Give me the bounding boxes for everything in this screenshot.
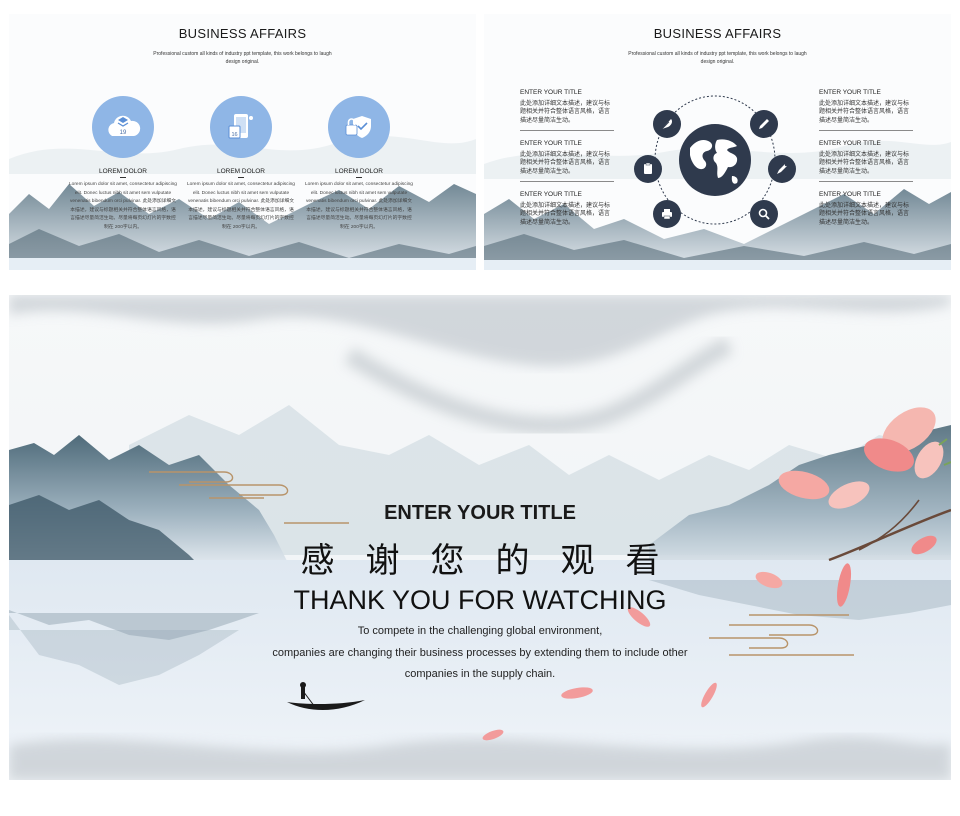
cloud-swirl-left <box>149 471 349 524</box>
feature-text: Lorem ipsum dolor sit amet, consectetur … <box>305 182 413 230</box>
divider <box>120 177 126 178</box>
list-item: ENTER YOUR TITLE 此处添加详细文本描述，建议与标题相关并符合整体… <box>819 140 913 182</box>
feature-text: Lorem ipsum dolor sit amet, consectetur … <box>187 182 295 230</box>
ink-mountain-background <box>9 136 476 270</box>
petal <box>561 687 593 699</box>
slide-thank-you[interactable]: ENTER YOUR TITLE 感谢您的观看 THANK YOU FOR WA… <box>9 295 951 780</box>
hub-ring <box>654 95 776 225</box>
search-icon <box>750 200 778 228</box>
magnolia-blossom-branch <box>755 407 951 607</box>
boat-silhouette <box>287 682 365 711</box>
item-title: ENTER YOUR TITLE <box>819 140 881 147</box>
item-title: ENTER YOUR TITLE <box>520 140 582 147</box>
item-text: 此处添加详细文本描述，建议与标题相关并符合整体语言风格，语言描述尽量简洁生动。 <box>520 101 611 124</box>
feature-title: LOREM DOLOR <box>98 168 148 175</box>
divider <box>238 177 244 178</box>
item-title: ENTER YOUR TITLE <box>520 89 582 96</box>
petal <box>482 729 504 741</box>
divider <box>819 129 913 131</box>
english-title: THANK YOU FOR WATCHING <box>293 585 667 615</box>
cloud-badge: 19 <box>120 130 127 136</box>
list-item: ENTER YOUR TITLE 此处添加详细文本描述，建议与标题相关并符合整体… <box>819 191 913 227</box>
item-title: ENTER YOUR TITLE <box>819 191 881 198</box>
heading: ENTER YOUR TITLE <box>384 502 576 524</box>
divider <box>356 177 362 178</box>
ink-landscape-background <box>9 295 951 780</box>
divider <box>520 129 614 131</box>
item-text: 此处添加详细文本描述，建议与标题相关并符合整体语言风格，语言描述尽量简洁生动。 <box>520 152 611 175</box>
item-text: 此处添加详细文本描述，建议与标题相关并符合整体语言风格，语言描述尽量简洁生动。 <box>819 152 910 175</box>
divider <box>819 180 913 182</box>
slide-title: BUSINESS AFFAIRS <box>653 26 782 41</box>
globe-icon <box>679 124 751 196</box>
slide-business-affairs-features[interactable]: BUSINESS AFFAIRS Professional custom all… <box>9 14 476 270</box>
slide-subtitle: Professional custom all kinds of industr… <box>153 51 332 65</box>
feature-title: LOREM DOLOR <box>334 168 384 175</box>
printer-icon <box>653 200 681 228</box>
item-title: ENTER YOUR TITLE <box>520 191 582 198</box>
description-line: companies are changing their business pr… <box>272 647 688 659</box>
description-line: companies in the supply chain. <box>404 668 556 680</box>
security-lock-icon <box>328 96 390 158</box>
clipboard-icon <box>634 155 662 183</box>
feather-icon <box>653 110 681 138</box>
list-item: ENTER YOUR TITLE 此处添加详细文本描述，建议与标题相关并符合整体… <box>520 89 614 131</box>
item-text: 此处添加详细文本描述，建议与标题相关并符合整体语言风格，语言描述尽量简洁生动。 <box>819 203 910 226</box>
feature-card: LOREM DOLOR Lorem ipsum dolor sit amet, … <box>304 96 414 233</box>
item-text: 此处添加详细文本描述，建议与标题相关并符合整体语言风格，语言描述尽量简洁生动。 <box>819 101 910 124</box>
cloud-data-icon: 19 <box>92 96 154 158</box>
item-title: ENTER YOUR TITLE <box>819 89 881 96</box>
pencil-icon <box>750 110 778 138</box>
slide-title: BUSINESS AFFAIRS <box>178 26 307 41</box>
mobile-calendar-icon: 16 <box>210 96 272 158</box>
list-item: ENTER YOUR TITLE 此处添加详细文本描述，建议与标题相关并符合整体… <box>819 89 913 131</box>
ink-mountain-background <box>484 140 951 270</box>
petal <box>627 607 651 627</box>
feature-card: 16 LOREM DOLOR Lorem ipsum dolor sit ame… <box>186 96 296 233</box>
slide-subtitle: Professional custom all kinds of industr… <box>628 51 807 65</box>
feature-title: LOREM DOLOR <box>216 168 266 175</box>
feature-text: Lorem ipsum dolor sit amet, consectetur … <box>69 182 177 230</box>
list-item: ENTER YOUR TITLE 此处添加详细文本描述，建议与标题相关并符合整体… <box>520 140 614 182</box>
petal <box>701 682 717 708</box>
divider <box>520 180 614 182</box>
chinese-title: 感谢您的观看 <box>300 541 691 581</box>
slide-business-affairs-hub[interactable]: BUSINESS AFFAIRS Professional custom all… <box>484 14 951 270</box>
pen-icon <box>768 155 796 183</box>
item-text: 此处添加详细文本描述，建议与标题相关并符合整体语言风格，语言描述尽量简洁生动。 <box>520 203 611 226</box>
cloud-swirl-right <box>709 614 854 656</box>
hub-diagram <box>632 92 798 228</box>
list-item: ENTER YOUR TITLE 此处添加详细文本描述，建议与标题相关并符合整体… <box>520 191 614 227</box>
calendar-badge: 16 <box>231 132 237 138</box>
description-line: To compete in the challenging global env… <box>357 625 603 637</box>
feature-card: 19 LOREM DOLOR Lorem ipsum dolor sit ame… <box>68 96 178 233</box>
